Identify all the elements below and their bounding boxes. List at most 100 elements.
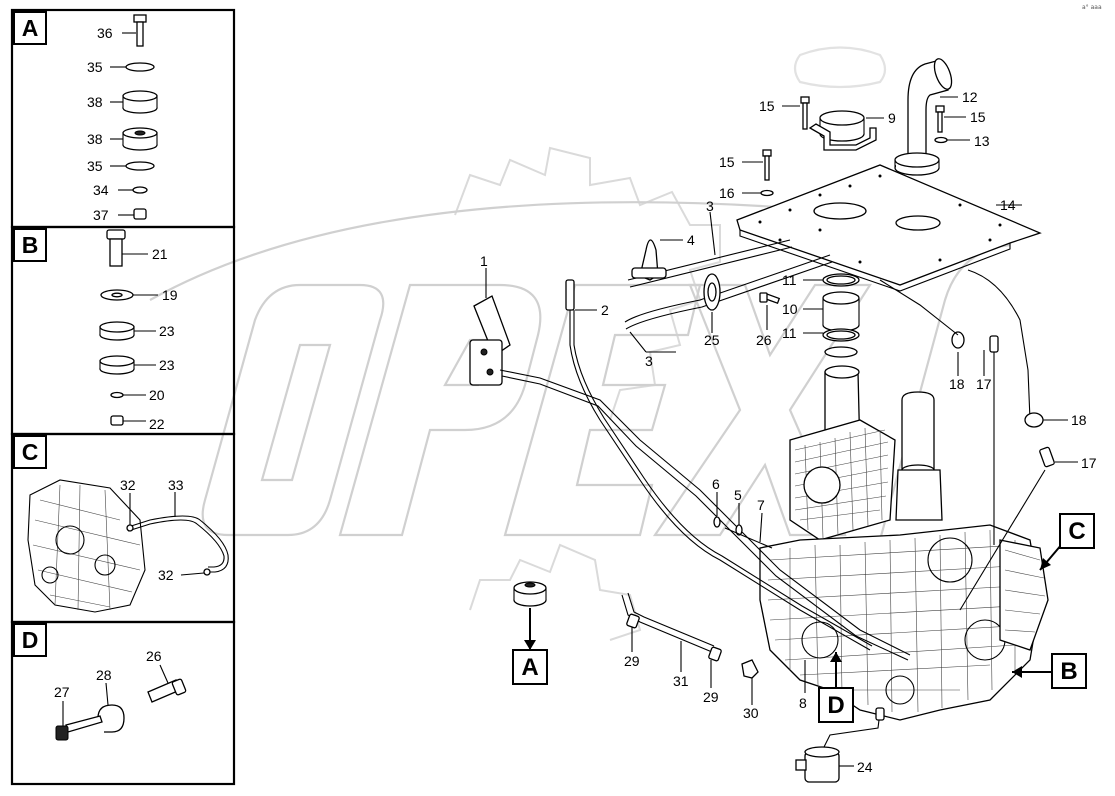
nut-37-part [133, 208, 147, 220]
label-32-lower: 32 [158, 567, 174, 583]
label-13: 13 [974, 133, 990, 149]
label-26-panel: 26 [146, 648, 162, 664]
grommet-25-part [703, 273, 721, 311]
label-14: 14 [1000, 197, 1016, 213]
label-31: 31 [673, 673, 689, 689]
label-22: 22 [149, 416, 165, 432]
label-15-mid: 15 [719, 154, 735, 170]
bolt-15-mid-part [762, 149, 772, 181]
label-35-lower: 35 [87, 158, 103, 174]
label-27: 27 [54, 684, 70, 700]
label-26-main: 26 [756, 332, 772, 348]
label-12: 12 [962, 89, 978, 105]
engine-8-part [759, 524, 1049, 721]
panel-c-letter: C [22, 439, 39, 465]
label-11-upper: 11 [782, 272, 797, 288]
label-3-lower: 3 [645, 353, 653, 369]
sender-24-part [795, 707, 885, 783]
rain-cap-9-part [808, 110, 877, 151]
label-9: 9 [888, 110, 896, 126]
callout-d-letter: D [827, 692, 844, 719]
washer-35-lower-part [125, 161, 155, 171]
label-2: 2 [601, 302, 609, 318]
callout-d: D [818, 652, 854, 723]
exhaust-pipe-12-part [894, 58, 953, 176]
label-29-right: 29 [703, 689, 719, 705]
panel-d-letter: D [22, 627, 39, 653]
washer-13-part [934, 136, 948, 144]
panel-c-letter-box [13, 435, 47, 469]
sender-17-lower-part [1039, 446, 1055, 468]
label-4: 4 [687, 232, 695, 248]
label-1: 1 [480, 253, 488, 269]
callout-a-letter: A [521, 654, 538, 681]
label-17-upper: 17 [976, 376, 992, 392]
label-17-lower: 17 [1081, 455, 1097, 471]
watermark-letter-p [338, 283, 542, 537]
bolt-26-part [147, 678, 187, 703]
mount-23-upper-part [99, 321, 135, 341]
bolt-26-part [759, 292, 781, 305]
hanger-4-part [631, 239, 667, 281]
rod-3-lower-part [624, 254, 833, 330]
watermark-gear [454, 146, 721, 641]
main-assembly: 12 9 15 15 13 [469, 46, 1097, 783]
panel-a-letter-box [13, 11, 47, 45]
bolt-15-left-part [800, 96, 810, 130]
label-7: 7 [757, 497, 765, 513]
clip-18-lower-part [1024, 412, 1044, 428]
corner-text: a° aaa [1082, 4, 1102, 11]
label-23-upper: 23 [159, 323, 175, 339]
label-23-lower: 23 [159, 357, 175, 373]
hose-10-part [822, 291, 860, 332]
cable-2-part [565, 279, 873, 651]
sender-17-upper-part [989, 335, 999, 353]
clamp-32-upper-part [126, 524, 134, 532]
label-5: 5 [734, 487, 742, 503]
label-29-left: 29 [624, 653, 640, 669]
clamp-32-lower-part [203, 568, 211, 576]
panel-d: D 26 28 27 [10, 620, 236, 786]
nut-22-part [110, 415, 124, 426]
label-11-lower: 11 [782, 325, 797, 341]
hose-31-part [621, 592, 722, 662]
mount-23-lower-part [99, 355, 135, 375]
label-33: 33 [168, 477, 184, 493]
label-32-upper: 32 [120, 477, 136, 493]
watermark-letter-x [652, 283, 873, 537]
label-21: 21 [152, 246, 168, 262]
throttle-lever-1-part [469, 295, 911, 661]
label-38-lower: 38 [87, 131, 103, 147]
panel-a: A 36 35 38 38 35 [10, 8, 236, 229]
label-37: 37 [93, 207, 109, 223]
label-15-right: 15 [970, 109, 986, 125]
panel-b: B 21 19 23 23 20 22 [10, 225, 236, 436]
mounting-plate-14-part [736, 164, 1042, 286]
callout-a: A [512, 608, 548, 685]
washer-20-part [110, 391, 124, 399]
label-6: 6 [712, 476, 720, 492]
panel-b-letter-box [13, 228, 47, 262]
label-25: 25 [704, 332, 720, 348]
mount-38-lower-part [122, 127, 158, 151]
label-24: 24 [857, 759, 873, 775]
label-38-upper: 38 [87, 94, 103, 110]
label-34: 34 [93, 182, 109, 198]
label-15-left: 15 [759, 98, 775, 114]
elbow-30-part [741, 659, 759, 679]
callout-b-letter: B [1060, 658, 1077, 685]
callout-d-box [818, 687, 854, 723]
panel-b-letter: B [22, 232, 39, 258]
rod-7-part [724, 527, 773, 549]
washer-35-part [125, 62, 155, 72]
bolt-36-part [133, 14, 147, 47]
panel-a-letter: A [22, 15, 39, 41]
bolt-15-right-part [935, 105, 945, 133]
clamp-28-part [65, 704, 125, 733]
callout-c-box [1059, 513, 1095, 549]
engine-detail-sketch [27, 479, 146, 613]
callout-b: B [1012, 653, 1087, 689]
callout-a-box [512, 649, 548, 685]
callout-c-letter: C [1068, 518, 1085, 545]
